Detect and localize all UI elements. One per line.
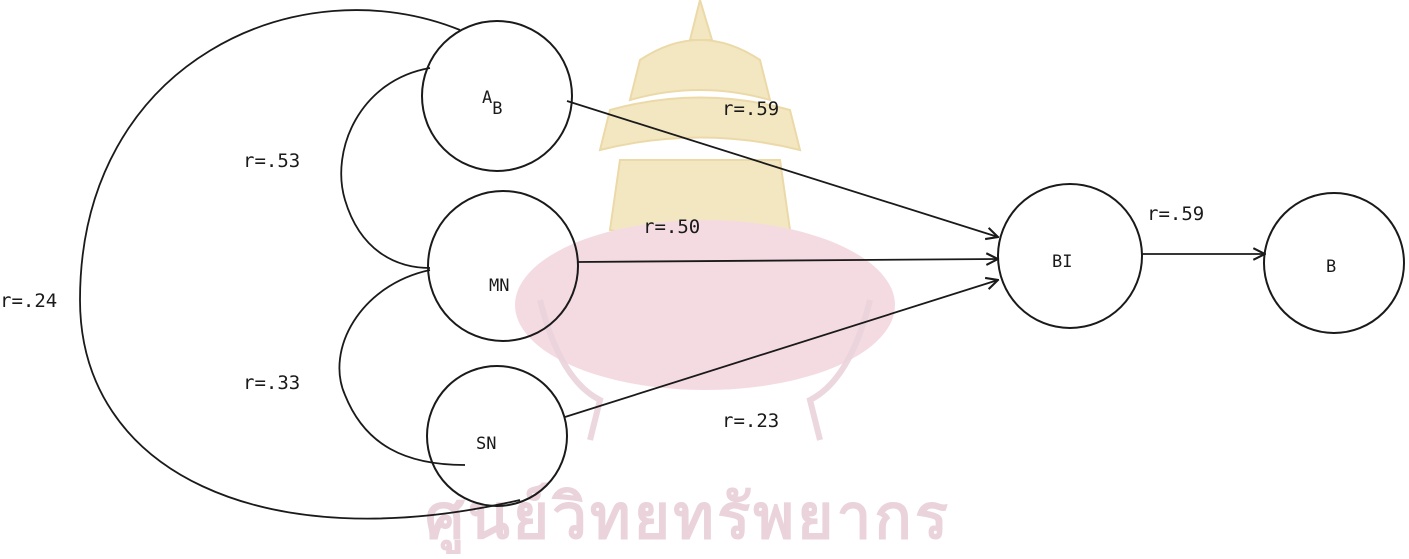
watermark-text: ศูนย์วิทยทรัพยากร xyxy=(425,480,951,554)
path-ab-to-bi xyxy=(566,100,998,237)
crest-watermark xyxy=(598,0,802,241)
label-mn-bi: r=.50 xyxy=(643,216,700,238)
node-bi-label: BI xyxy=(1052,252,1072,272)
correlation-arc-ab-mn xyxy=(340,67,431,269)
node-sn xyxy=(426,365,568,507)
node-b xyxy=(1263,192,1405,334)
node-ab xyxy=(421,20,573,172)
label-ab-mn: r=.53 xyxy=(243,150,300,172)
library-watermark: ศูนย์วิทยทรัพยากร xyxy=(425,0,951,555)
label-ab-sn: r=.24 xyxy=(0,290,57,312)
path-mn-to-bi xyxy=(576,259,998,262)
node-mn xyxy=(427,190,579,342)
node-sn-label: SN xyxy=(476,434,496,454)
label-bi-b: r=.59 xyxy=(1147,203,1204,225)
node-mn-label: MN xyxy=(489,276,509,296)
tassel-watermark xyxy=(537,299,873,441)
label-sn-bi: r=.23 xyxy=(722,410,779,432)
path-sn-to-bi xyxy=(564,280,998,418)
correlation-arc-mn-sn xyxy=(338,269,466,466)
label-ab-bi: r=.59 xyxy=(722,98,779,120)
node-ab-label: AB xyxy=(482,88,503,119)
correlation-arc-ab-sn xyxy=(79,9,521,520)
node-bi xyxy=(997,183,1143,329)
pink-band-watermark xyxy=(515,220,895,390)
node-b-label: B xyxy=(1326,257,1336,277)
label-mn-sn: r=.33 xyxy=(243,372,300,394)
